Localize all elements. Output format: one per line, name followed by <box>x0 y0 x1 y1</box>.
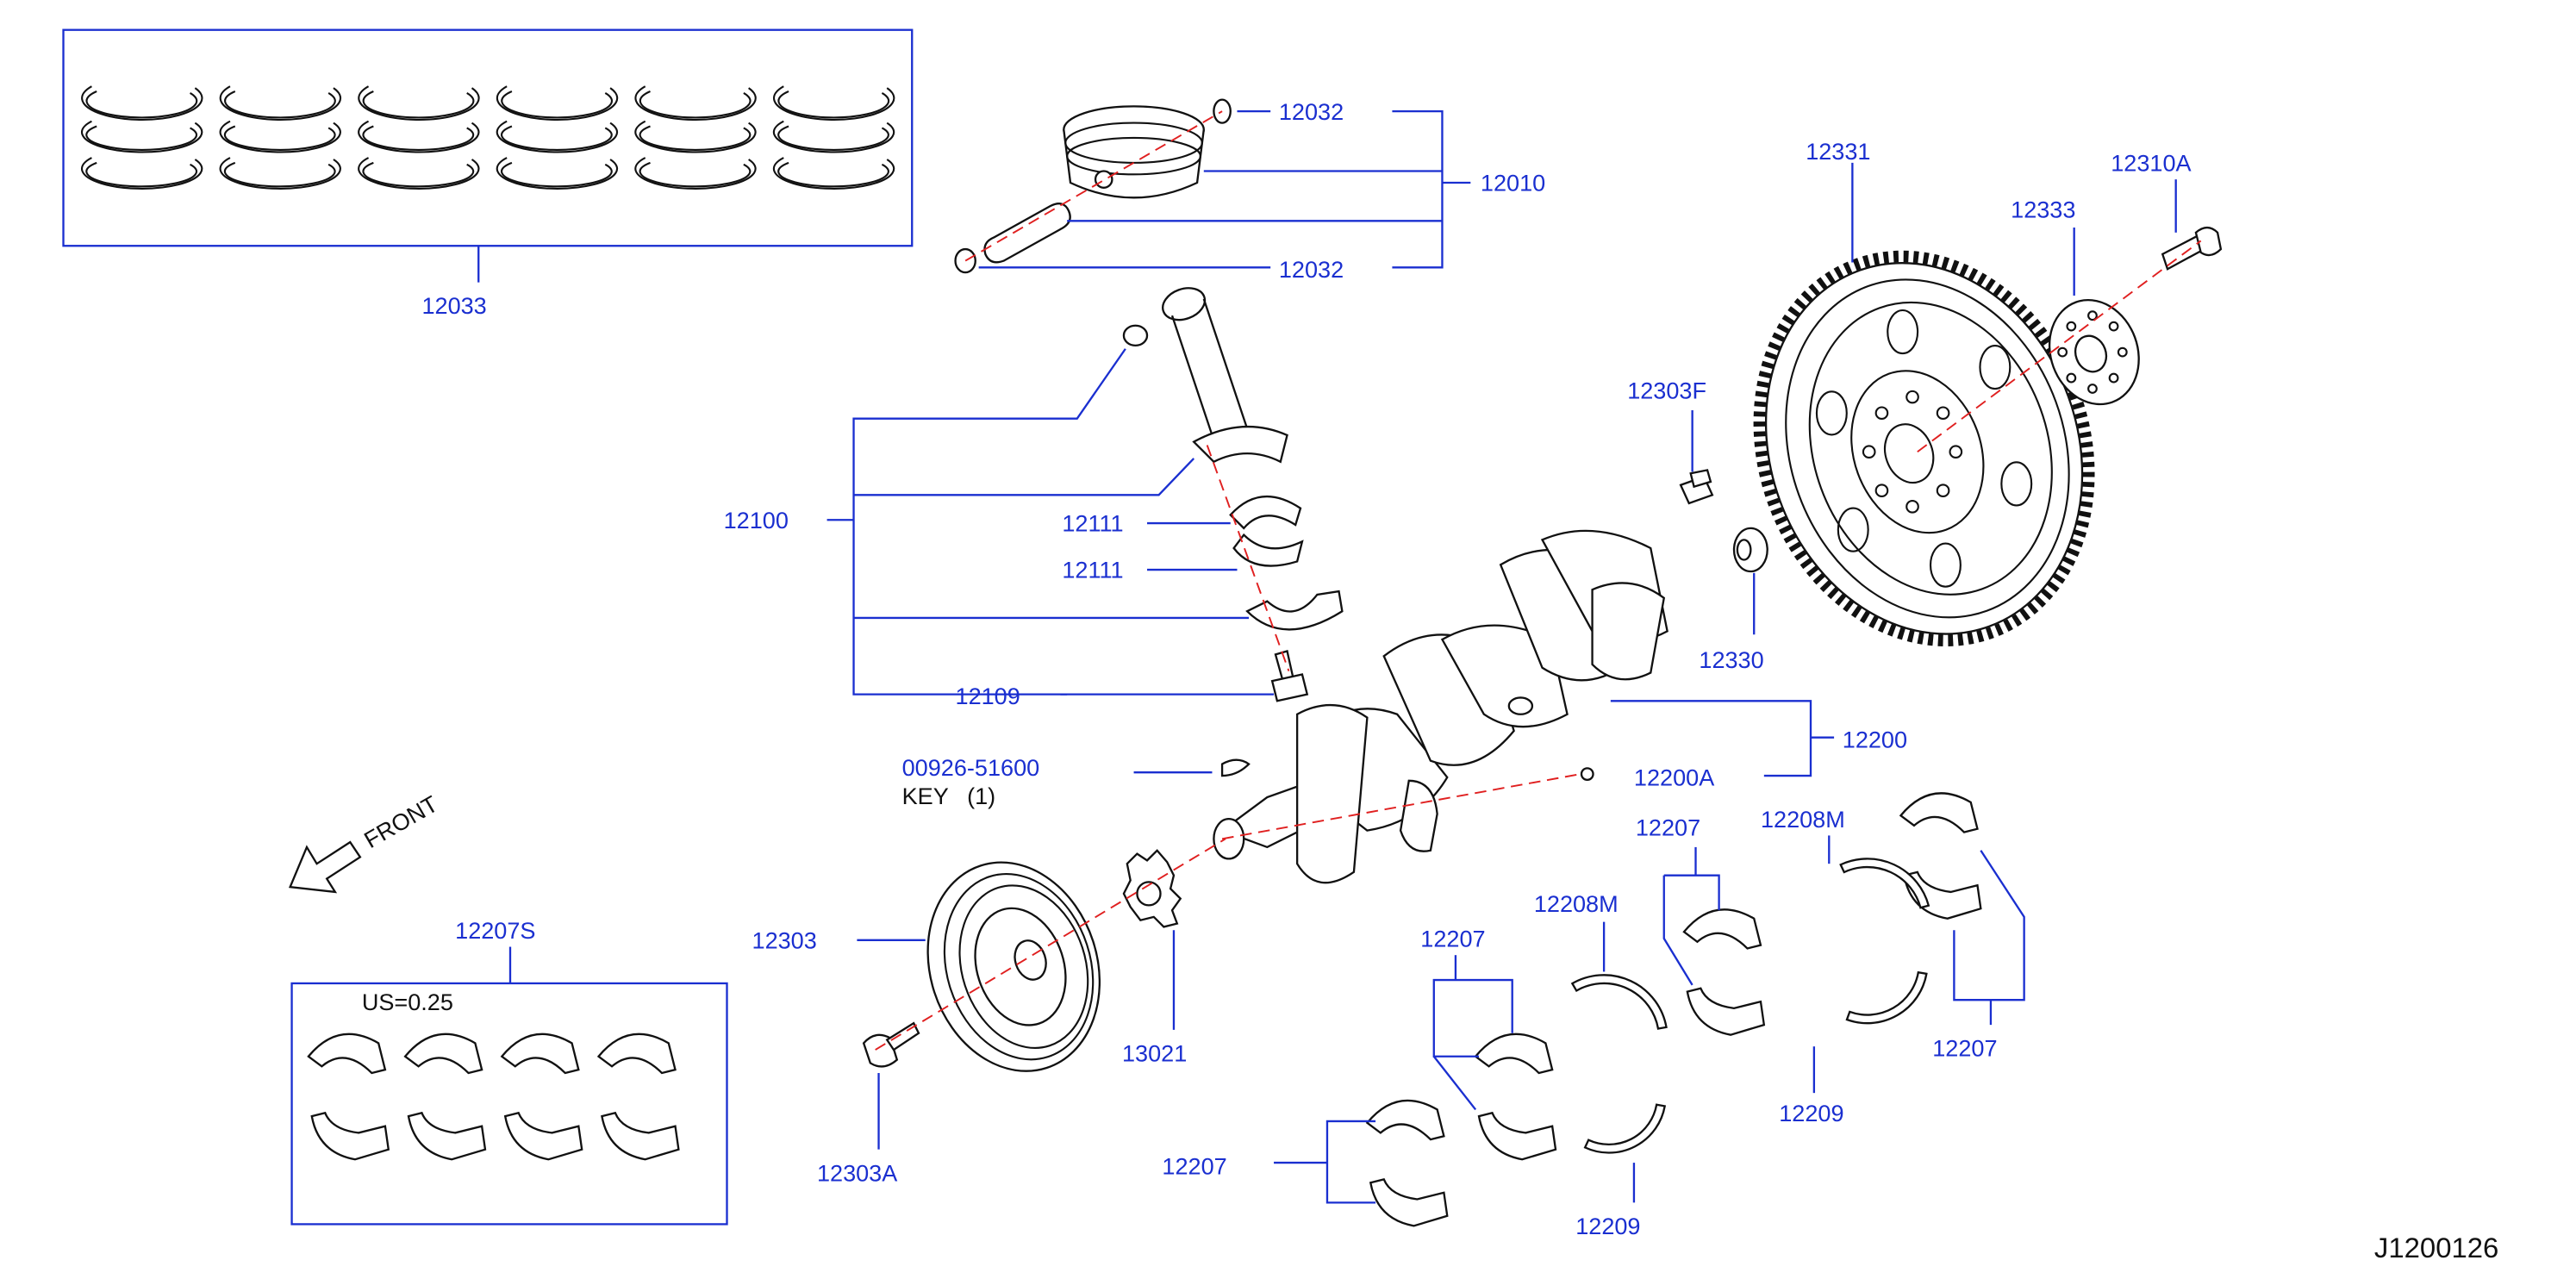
rod-bearing-lower-icon <box>1232 533 1304 567</box>
pulley-bolt-icon <box>862 1021 920 1068</box>
undersize-bearing-shell-icon <box>403 1033 487 1161</box>
thrust-washer-icon <box>1839 858 1930 909</box>
piston-icon <box>1063 105 1205 199</box>
label-13021[interactable]: 13021 <box>1122 1041 1187 1067</box>
thrust-washer-icon <box>1570 974 1668 1030</box>
label-12111-lower[interactable]: 12111 <box>1062 558 1123 583</box>
label-12032-top[interactable]: 12032 <box>1279 99 1344 125</box>
label-12208M-a[interactable]: 12208M <box>1534 891 1619 917</box>
piston-ring-set-frame <box>62 28 914 247</box>
rod-cap-icon <box>1245 590 1344 631</box>
piston-assembly: 12032 12010 12032 <box>954 98 1545 283</box>
undersize-bearing-shell-icon <box>307 1033 390 1161</box>
label-12010[interactable]: 12010 <box>1481 171 1545 197</box>
piston-ring-set-icon <box>80 85 203 190</box>
piston-ring-set-icon <box>496 85 619 190</box>
label-12207-d[interactable]: 12207 <box>1932 1036 1997 1062</box>
thrust-washer-icon <box>1845 970 1928 1025</box>
label-12200A[interactable]: 12200A <box>1634 765 1714 791</box>
undersize-bearing-shells <box>307 1033 680 1161</box>
reinforcement-plate-icon <box>2048 298 2140 406</box>
pilot-bushing-group: 12303F 12330 <box>1627 378 1768 673</box>
label-00926-51600[interactable]: 00926-51600 <box>902 755 1040 781</box>
main-bearing-pair-icon <box>1899 792 1982 920</box>
woodruff-key-icon <box>1220 758 1251 777</box>
rod-bolt-icon <box>1270 650 1309 702</box>
snap-ring-top-icon <box>1213 98 1232 124</box>
crank-sprocket-icon <box>1122 849 1182 928</box>
undersize-bearing-shell-icon <box>596 1033 680 1161</box>
thrust-washer-icon <box>1583 1103 1667 1154</box>
main-bearing-pair-icon <box>1682 908 1766 1036</box>
label-12033[interactable]: 12033 <box>421 293 486 319</box>
label-12207-c[interactable]: 12207 <box>1636 814 1700 840</box>
drive-plate-group: 12331 12333 12310A <box>1753 139 2223 646</box>
label-12303[interactable]: 12303 <box>752 928 817 954</box>
main-bearing-pair-icon <box>1365 1099 1449 1227</box>
front-label: FRONT <box>359 791 442 853</box>
undersize-bearing-shell-icon <box>500 1033 583 1161</box>
undersize-label: US=0.25 <box>362 989 453 1015</box>
drive-plate-icon <box>1753 250 2095 646</box>
label-12200[interactable]: 12200 <box>1843 727 1907 752</box>
label-12100[interactable]: 12100 <box>724 508 789 533</box>
label-12207-a[interactable]: 12207 <box>1162 1154 1226 1180</box>
pilot-bushing-icon <box>1732 527 1768 573</box>
label-12310A[interactable]: 12310A <box>2111 151 2191 177</box>
piston-pin-icon <box>983 203 1071 264</box>
label-12303A[interactable]: 12303A <box>817 1160 897 1186</box>
label-12209-b[interactable]: 12209 <box>1779 1101 1843 1126</box>
crankshaft-pilot-icon <box>1580 767 1594 782</box>
piston-ring-set-icon <box>634 85 757 190</box>
key-text: KEY <box>902 783 949 809</box>
label-12207S[interactable]: 12207S <box>455 918 535 944</box>
key-qty: (1) <box>967 783 995 809</box>
piston-ring-set-icon <box>772 85 895 190</box>
main-bearing-pair-icon <box>1474 1033 1557 1161</box>
pulley-group: 12303 13021 12303A <box>752 838 1226 1186</box>
piston-ring-set-icon <box>219 85 342 190</box>
label-12032-bottom[interactable]: 12032 <box>1279 257 1344 283</box>
label-12209-a[interactable]: 12209 <box>1575 1213 1640 1239</box>
label-12331[interactable]: 12331 <box>1806 139 1870 165</box>
label-12207-b[interactable]: 12207 <box>1420 926 1485 952</box>
piston-ring-set-icon <box>358 85 480 190</box>
label-12109[interactable]: 12109 <box>956 683 1020 709</box>
piston-ring-set-group: 12033 <box>62 28 914 319</box>
crankshaft-icon <box>1213 529 1668 884</box>
label-12330[interactable]: 12330 <box>1699 647 1763 673</box>
front-arrow-icon <box>288 840 362 894</box>
label-12208M-b[interactable]: 12208M <box>1761 807 1845 833</box>
crank-pulley-icon <box>926 861 1101 1072</box>
diagram-reference: J1200126 <box>2374 1232 2498 1263</box>
label-12303F[interactable]: 12303F <box>1627 378 1706 404</box>
front-direction-indicator: FRONT <box>288 791 442 894</box>
piston-rings <box>80 85 895 190</box>
main-bearings-group: 12207 12207 12208M 12209 12207 12208M 12… <box>1162 792 2025 1239</box>
label-12111-upper[interactable]: 12111 <box>1062 511 1123 537</box>
rod-bearing-upper-icon <box>1229 496 1302 530</box>
connecting-rod-assembly: 12100 12111 12111 12109 <box>724 287 1344 709</box>
rod-bushing-icon <box>1122 324 1149 347</box>
crankshaft-assembly: 12200 12200A 00926-51600 KEY (1) <box>902 529 1907 884</box>
pilot-bolt-icon <box>1679 469 1714 505</box>
connecting-rod-icon <box>1162 287 1288 464</box>
label-12333[interactable]: 12333 <box>2011 197 2075 223</box>
undersize-bearing-set-frame <box>290 982 728 1226</box>
undersize-bearing-set-group: 12207S US=0.25 <box>290 918 728 1226</box>
